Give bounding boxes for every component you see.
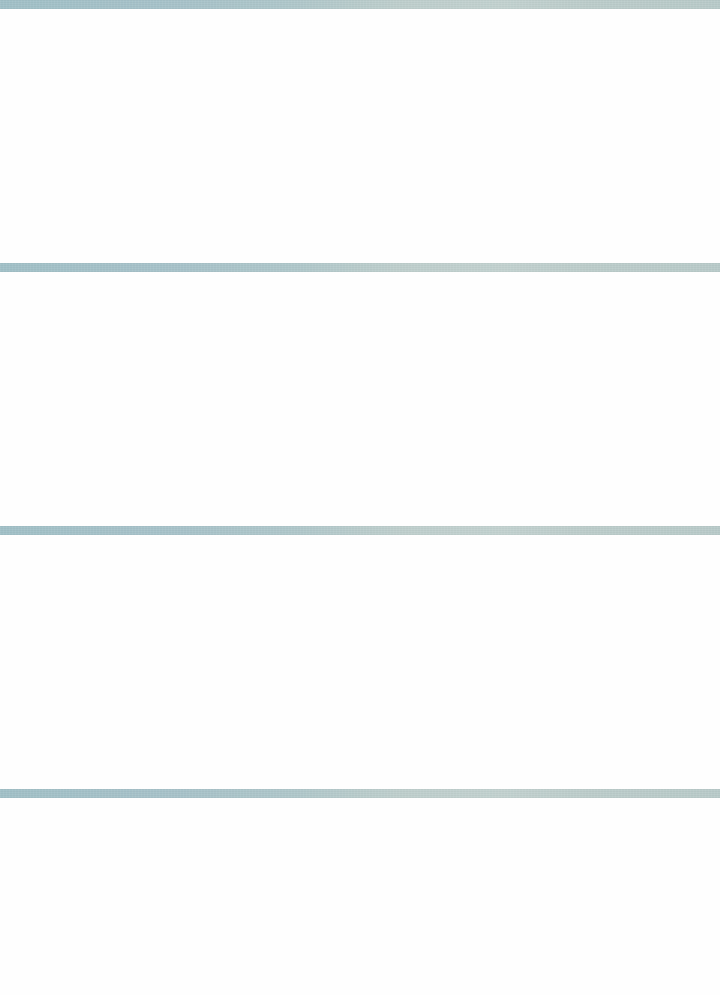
section-divider-1 xyxy=(0,0,720,9)
blank-panel-2 xyxy=(0,272,720,526)
section-divider-2 xyxy=(0,263,720,272)
blank-panel-1 xyxy=(0,9,720,263)
blank-panel-4 xyxy=(0,798,720,995)
blank-panel-3 xyxy=(0,535,720,789)
section-divider-3 xyxy=(0,526,720,535)
section-divider-4 xyxy=(0,789,720,798)
